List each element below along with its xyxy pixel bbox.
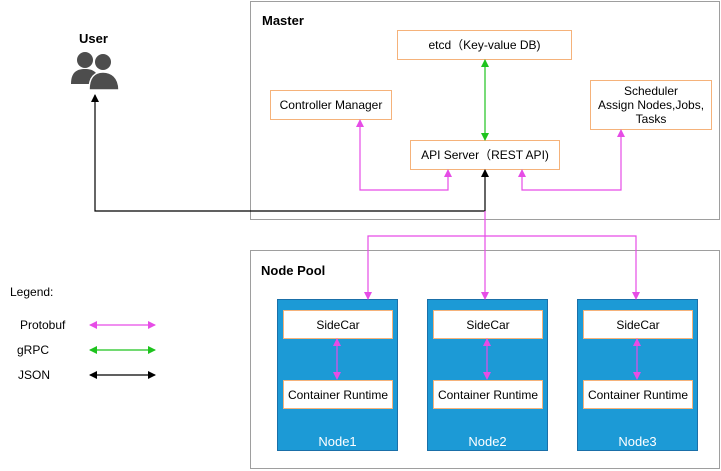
legend-label-json: JSON [18, 368, 51, 382]
node-3: SideCar Container Runtime Node3 [577, 299, 698, 451]
node-1: SideCar Container Runtime Node1 [277, 299, 398, 451]
node-1-container-runtime: Container Runtime [283, 380, 393, 409]
node-1-sidecar: SideCar [283, 310, 393, 339]
etcd-box: etcd（Key-value DB) [397, 30, 572, 60]
node-1-label: Node1 [318, 434, 357, 449]
node-3-container-runtime: Container Runtime [583, 380, 693, 409]
legend-label-grpc: gRPC [17, 343, 50, 357]
node-3-label: Node3 [618, 434, 657, 449]
user-label: User [79, 31, 108, 46]
master-title: Master [262, 13, 304, 28]
users-icon [71, 52, 120, 91]
node-pool-title: Node Pool [261, 263, 326, 278]
node-3-sidecar: SideCar [583, 310, 693, 339]
node-2-container-runtime: Container Runtime [433, 380, 543, 409]
scheduler-box: Scheduler Assign Nodes,Jobs, Tasks [590, 80, 712, 130]
controller-manager-box: Controller Manager [270, 90, 392, 120]
legend-label-protobuf: Protobuf [20, 318, 66, 332]
node-2-label: Node2 [468, 434, 507, 449]
node-2-sidecar: SideCar [433, 310, 543, 339]
api-server-box: API Server（REST API) [410, 140, 560, 170]
legend-title: Legend: [10, 285, 54, 299]
node-2: SideCar Container Runtime Node2 [427, 299, 548, 451]
